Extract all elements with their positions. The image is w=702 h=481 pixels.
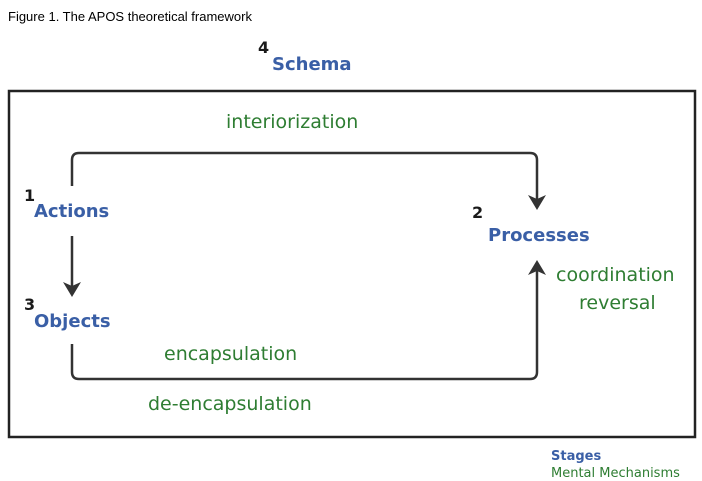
encapsulation-arrowhead xyxy=(528,260,546,275)
framework-border xyxy=(7,89,697,439)
actions-number: 1 xyxy=(24,186,36,205)
actions-to-objects-arrowhead xyxy=(63,282,81,297)
objects-label: Objects xyxy=(34,311,111,332)
processes-label: Processes xyxy=(488,225,590,246)
encapsulation-label: encapsulation xyxy=(164,343,298,365)
legend-mental-mechanisms: Mental Mechanisms xyxy=(551,466,680,481)
figure-caption: Figure 1. The APOS theoretical framework xyxy=(8,9,252,24)
legend-stages: Stages xyxy=(551,449,602,464)
interiorization-label: interiorization xyxy=(226,111,359,133)
encapsulation-arrow xyxy=(70,270,539,381)
reversal-label: reversal xyxy=(579,292,656,314)
actions-label: Actions xyxy=(34,201,110,222)
interiorization-arrow xyxy=(70,151,539,200)
schema-number: 4 xyxy=(258,38,270,57)
objects-number: 3 xyxy=(24,295,36,314)
coordination-label: coordination xyxy=(556,264,675,286)
interiorization-arrowhead xyxy=(528,195,546,210)
de-encapsulation-label: de-encapsulation xyxy=(148,393,312,415)
processes-number: 2 xyxy=(472,203,484,222)
schema-label: Schema xyxy=(272,54,352,75)
